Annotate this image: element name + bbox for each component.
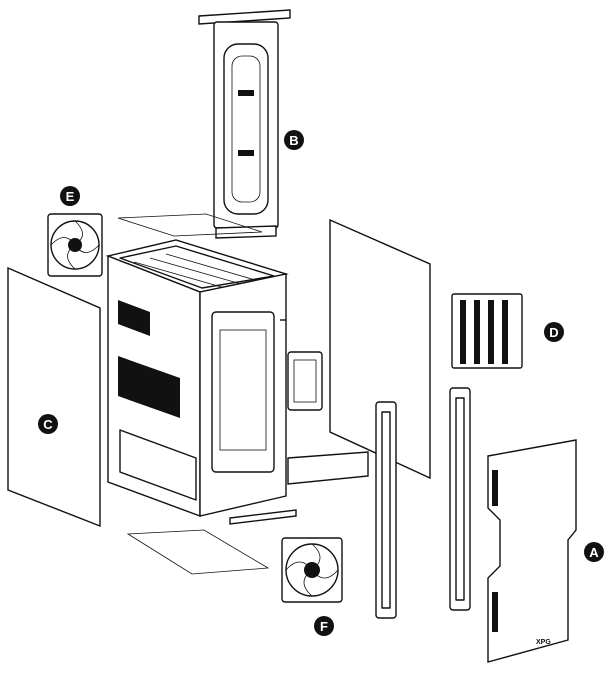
callout-badge-b: B: [284, 130, 304, 150]
left-side-panel-part: [7, 266, 101, 528]
front-fan-part: [281, 537, 343, 603]
right-side-panel-part: [329, 218, 431, 480]
svg-text:F: F: [320, 619, 328, 634]
svg-text:A: A: [589, 545, 599, 560]
bottom-dust-filter-part: [126, 529, 270, 575]
cable-bracket-part: [287, 351, 323, 411]
bottom-front-trim-part: [229, 509, 297, 525]
top-dust-filter-part: [117, 213, 263, 237]
callout-badge-d: D: [544, 322, 564, 342]
top-fan-part: [47, 213, 103, 277]
gpu-bracket-part: [198, 9, 291, 239]
svg-text:B: B: [289, 133, 298, 148]
psu-cover-part: [287, 451, 369, 485]
brand-logo-text: XPG: [536, 639, 551, 646]
callout-badge-f: F: [314, 616, 334, 636]
callout-label-d-inner: D: [145, 388, 154, 403]
svg-text:D: D: [145, 388, 154, 403]
front-panel-part: [487, 439, 577, 663]
svg-text:D: D: [549, 325, 558, 340]
callout-badge-c: C: [38, 414, 58, 434]
callout-badge-e: E: [60, 186, 80, 206]
front-bars-part: [375, 387, 471, 619]
callout-badge-a: A: [584, 542, 604, 562]
case-chassis: [105, 239, 289, 518]
svg-text:E: E: [66, 189, 75, 204]
svg-text:C: C: [43, 417, 53, 432]
drive-cage-part: [451, 293, 523, 369]
